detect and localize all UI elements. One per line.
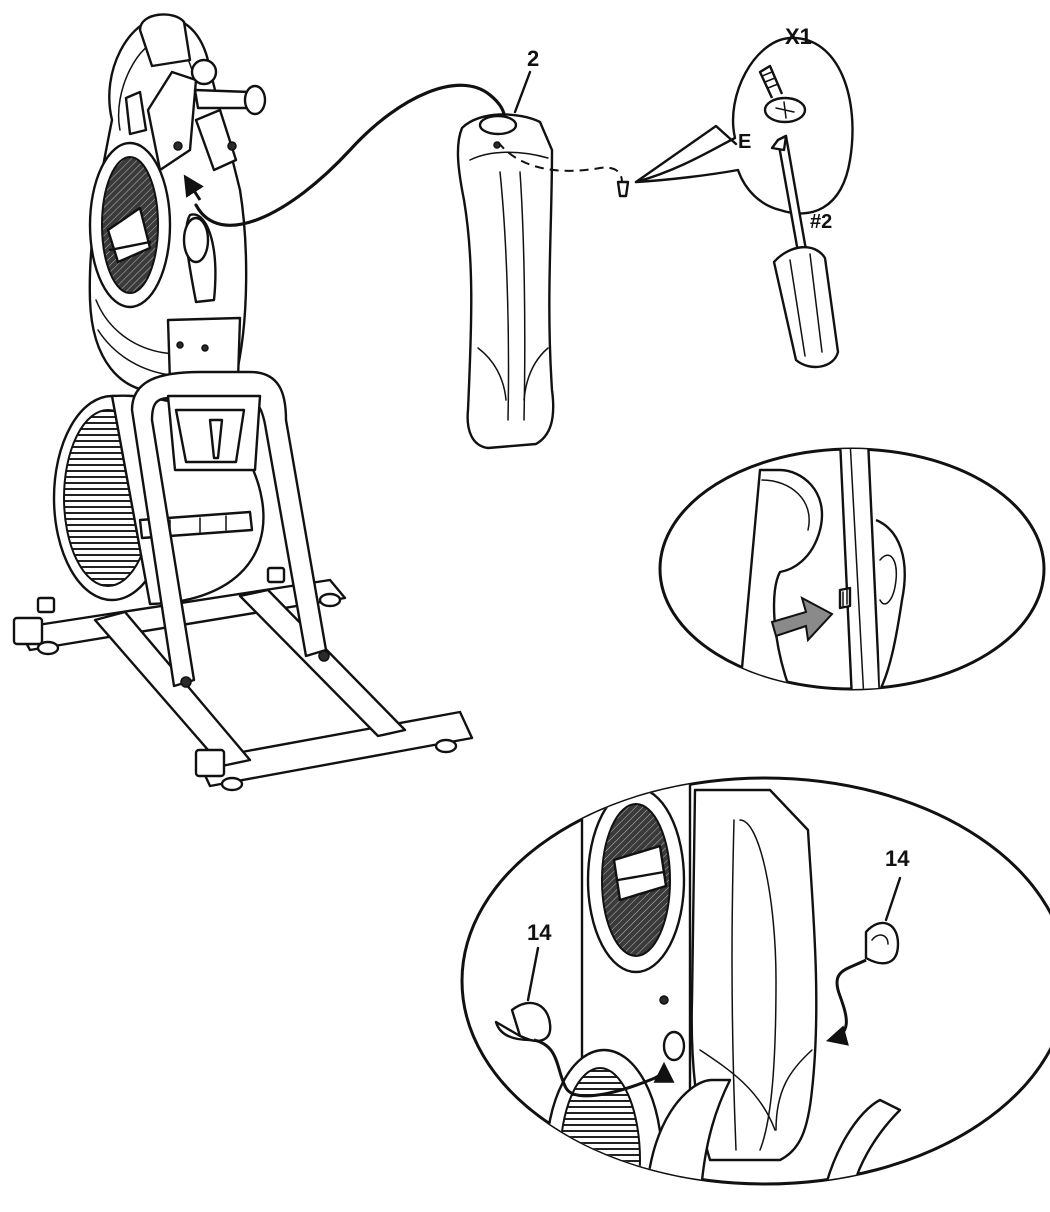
gray-push-arrow-icon xyxy=(770,596,834,643)
small-screw xyxy=(616,180,630,198)
handlebar-part-2 xyxy=(456,113,555,450)
upper-linkage xyxy=(124,13,267,172)
label-screw-qty: X1 xyxy=(785,24,812,49)
front-legs xyxy=(130,370,330,688)
end-cap-left xyxy=(494,1001,552,1043)
label-cap-right: 14 xyxy=(885,846,910,871)
bike-frame xyxy=(12,13,474,792)
cap-detail-ellipse xyxy=(460,776,1050,1186)
base-frame xyxy=(12,566,474,792)
cap-arrow-left-icon xyxy=(533,1038,675,1098)
cap-arrow-right-icon xyxy=(825,958,867,1046)
clip-detail-ellipse xyxy=(658,447,1046,691)
label-cap-left: 14 xyxy=(527,920,552,945)
label-screw-e: E xyxy=(738,131,751,153)
screw-detail-bubble xyxy=(634,36,854,215)
screw-e-icon xyxy=(758,64,807,124)
upright-body xyxy=(88,16,248,394)
label-screwdriver: #2 xyxy=(810,211,832,233)
console-cable xyxy=(194,83,507,227)
label-part-2: 2 xyxy=(527,46,539,71)
phillips-screwdriver-icon xyxy=(770,134,840,369)
arrow-icon xyxy=(183,174,204,201)
end-cap-right xyxy=(864,921,900,965)
